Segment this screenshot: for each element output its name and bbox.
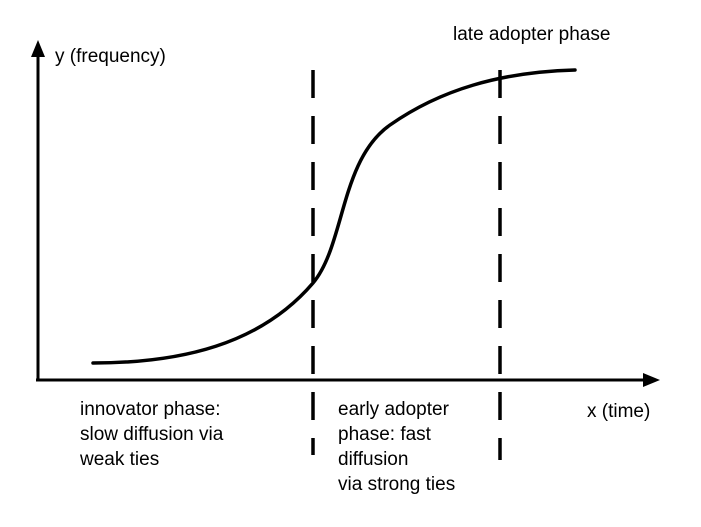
early-adopter-phase-line-1: early adopter: [338, 399, 450, 420]
x-axis-label: x (time): [587, 401, 650, 422]
y-axis-arrowhead: [31, 40, 45, 57]
innovator-phase-line-2: slow diffusion via: [80, 424, 224, 445]
x-axis-arrowhead: [643, 373, 660, 387]
early-adopter-phase-line-2: phase: fast: [338, 424, 432, 445]
late-adopter-phase-label: late adopter phase: [453, 24, 610, 45]
early-adopter-phase-line-3: diffusion: [338, 449, 408, 470]
y-axis: [31, 40, 45, 380]
diffusion-curve: [91, 68, 577, 365]
x-axis: [36, 373, 660, 387]
y-axis-label: y (frequency): [55, 46, 166, 67]
innovator-phase-line-1: innovator phase:: [80, 399, 221, 420]
early-adopter-phase-line-4: via strong ties: [338, 474, 455, 495]
innovator-phase-line-3: weak ties: [79, 449, 159, 470]
innovator-phase-label: innovator phase: slow diffusion via weak…: [79, 399, 224, 470]
early-adopter-phase-label: early adopter phase: fast diffusion via …: [338, 399, 455, 495]
